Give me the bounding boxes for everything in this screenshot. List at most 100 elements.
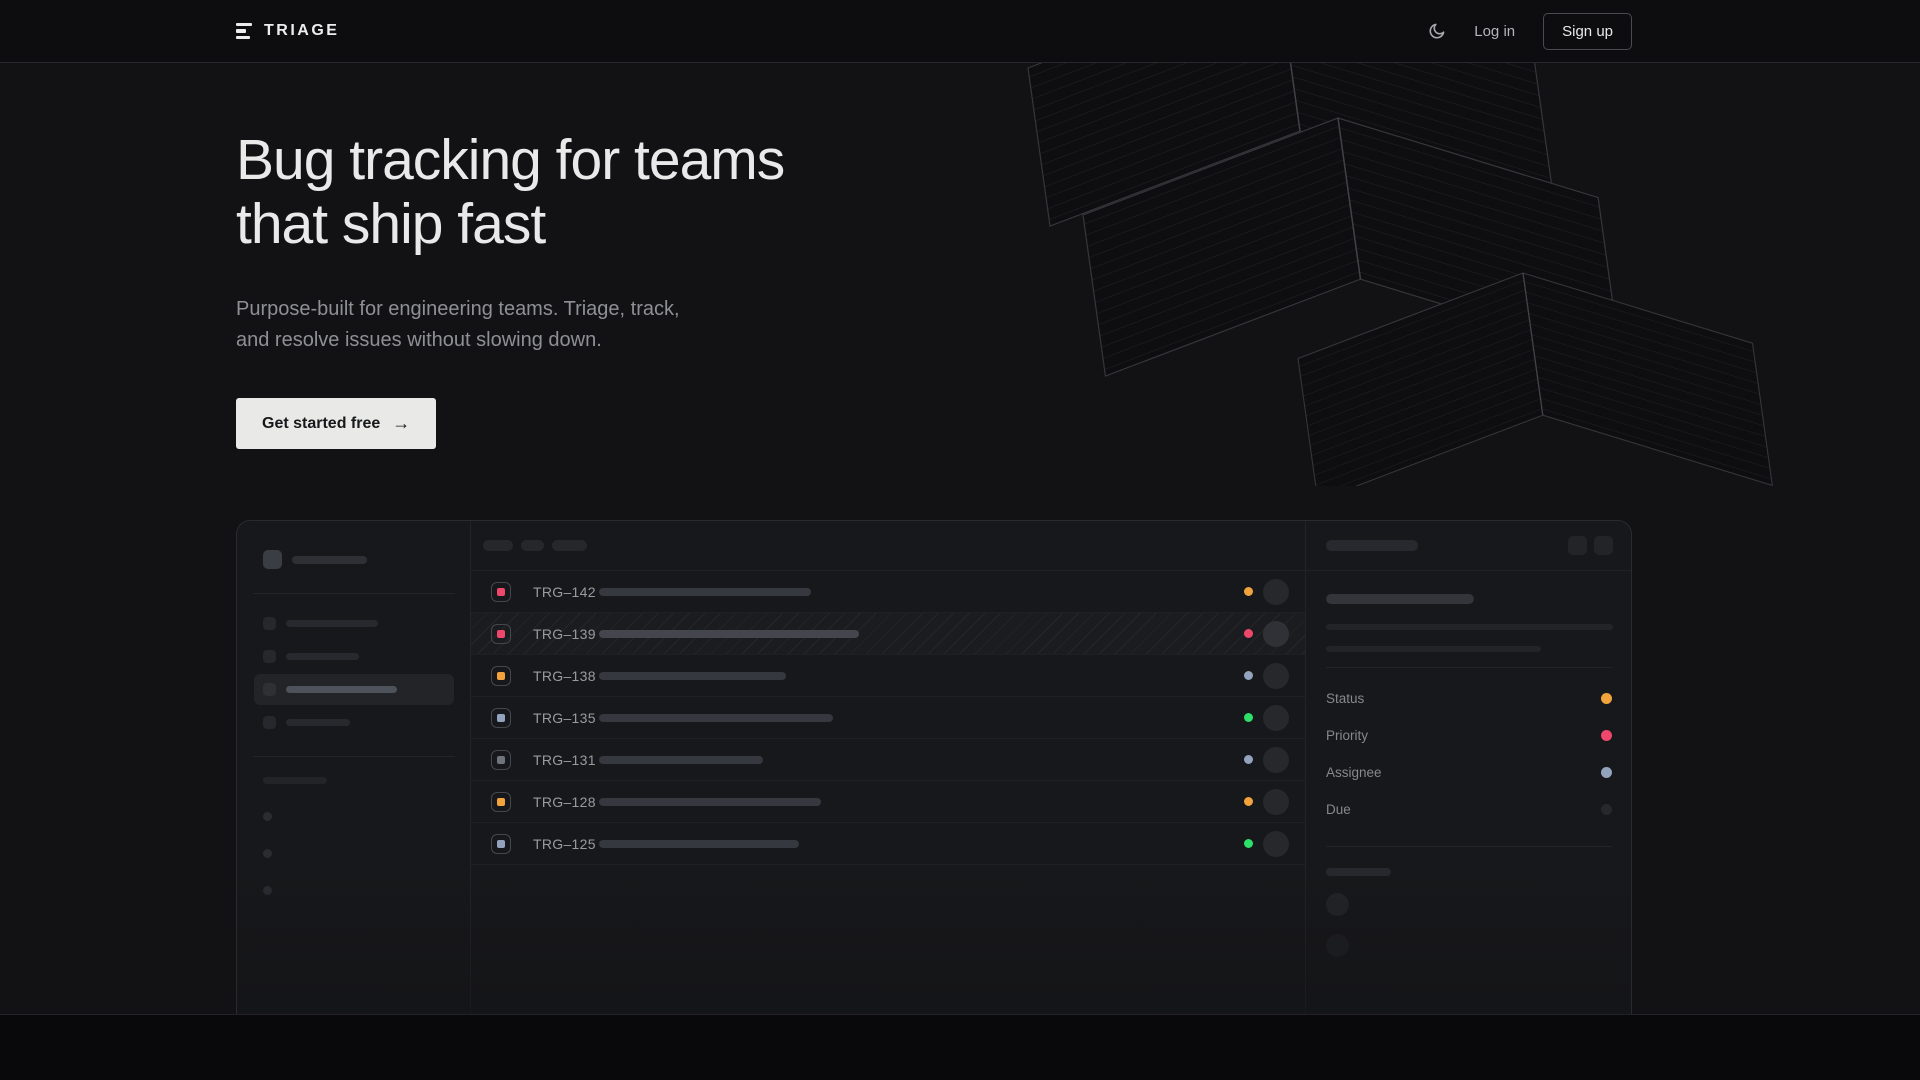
panel-action-button[interactable] [1568, 536, 1587, 555]
sidebar-project-dot[interactable] [263, 848, 272, 858]
field-value-dot [1601, 804, 1612, 815]
hero-subtitle: Purpose-built for engineering teams. Tri… [236, 298, 680, 351]
next-section [0, 1014, 1920, 1080]
sidebar-project-dot[interactable] [263, 885, 272, 895]
brand-name: TRIAGE [264, 22, 340, 39]
issue-type-icon [491, 833, 511, 854]
assignee-avatar[interactable] [1263, 662, 1289, 689]
issue-title-skeleton [1326, 594, 1474, 604]
issue-description-skeleton [1326, 624, 1613, 630]
nav-item-icon [263, 716, 276, 729]
issue-type-icon [491, 749, 511, 770]
nav-item-icon [263, 617, 276, 630]
status-dot [1244, 755, 1253, 764]
status-dot [1244, 629, 1253, 638]
issue-type-icon [491, 791, 511, 812]
issue-detail-panel: Status Priority Assignee Due [1305, 521, 1631, 1014]
issue-row[interactable]: TRG–138 [471, 655, 1305, 697]
wireframe-slabs-decoration [1027, 58, 1773, 486]
filter-tab-skeleton[interactable] [552, 540, 587, 551]
status-dot [1244, 797, 1253, 806]
issue-row[interactable]: TRG–142 [471, 571, 1305, 613]
issue-type-icon [491, 707, 511, 728]
issue-description-skeleton [1326, 646, 1541, 652]
issue-id: TRG–128 [533, 793, 596, 810]
issue-row[interactable]: TRG–125 [471, 823, 1305, 865]
issue-type-icon [491, 581, 511, 602]
filter-tab-skeleton[interactable] [521, 540, 544, 551]
assignee-avatar[interactable] [1263, 578, 1289, 605]
issue-id: TRG–139 [533, 625, 596, 642]
comment-avatar [1326, 934, 1349, 957]
nav-item-label-skeleton [286, 686, 397, 693]
get-started-button[interactable]: Get started free → [236, 398, 437, 449]
get-started-label: Get started free [262, 414, 381, 432]
issue-title-skeleton [599, 587, 811, 596]
panel-divider [1326, 667, 1612, 668]
filter-tab-skeleton[interactable] [483, 540, 513, 551]
issue-title-skeleton [599, 671, 786, 680]
sidebar-nav-item[interactable] [254, 707, 454, 738]
assignee-avatar[interactable] [1263, 830, 1289, 857]
field-value-dot [1601, 767, 1612, 778]
nav-item-icon [263, 683, 276, 696]
issue-title-skeleton [599, 713, 833, 722]
sidebar-nav-item-active[interactable] [254, 674, 454, 705]
app-mockup: TRG–142 TRG–139 TRG–138 TRG–135 [236, 520, 1632, 1014]
panel-divider [1326, 846, 1612, 847]
mockup-sidebar [237, 521, 471, 1014]
hero-section: Bug tracking for teams that ship fast Pu… [236, 128, 876, 356]
issue-title-skeleton [599, 839, 799, 848]
issue-id: TRG–142 [533, 583, 596, 600]
sidebar-nav-item[interactable] [254, 608, 454, 639]
comment-avatar [1326, 893, 1349, 916]
sidebar-section-label-skeleton [263, 777, 327, 784]
sidebar-project-dot[interactable] [263, 811, 272, 821]
workspace-name-skeleton [292, 555, 367, 564]
issue-field-row[interactable]: Status [1326, 680, 1612, 717]
issue-fields: Status Priority Assignee Due [1326, 680, 1612, 828]
field-value-dot [1601, 693, 1612, 704]
panel-breadcrumb-skeleton [1326, 540, 1418, 551]
issue-title-skeleton [599, 755, 763, 764]
brand-logo[interactable]: TRIAGE [236, 22, 339, 40]
issue-row[interactable]: TRG–139 [471, 613, 1305, 655]
issue-row[interactable]: TRG–135 [471, 697, 1305, 739]
activity-label-skeleton [1326, 868, 1391, 876]
nav-item-icon [263, 650, 276, 663]
triage-logo-icon [236, 22, 252, 40]
assignee-avatar[interactable] [1263, 746, 1289, 773]
assignee-avatar[interactable] [1263, 788, 1289, 815]
signup-button[interactable]: Sign up [1543, 12, 1632, 50]
issue-id: TRG–138 [533, 667, 596, 684]
field-label: Assignee [1326, 765, 1382, 780]
issue-title-skeleton [599, 797, 821, 806]
issue-id: TRG–131 [533, 751, 596, 768]
issue-field-row[interactable]: Due [1326, 791, 1612, 828]
issue-title-skeleton [599, 629, 859, 638]
panel-action-button[interactable] [1594, 536, 1613, 555]
sidebar-nav-item[interactable] [254, 641, 454, 672]
sidebar-divider [253, 756, 455, 757]
nav-bar: TRIAGE Log in Sign up [0, 0, 1920, 63]
detail-panel-header [1306, 521, 1631, 571]
issue-id: TRG–125 [533, 835, 596, 852]
arrow-right-icon: → [392, 413, 411, 433]
issue-field-row[interactable]: Assignee [1326, 754, 1612, 791]
issue-row[interactable]: TRG–131 [471, 739, 1305, 781]
login-link[interactable]: Log in [1474, 22, 1516, 40]
issue-list-panel: TRG–142 TRG–139 TRG–138 TRG–135 [471, 521, 1305, 1014]
nav-actions: Log in Sign up [1427, 12, 1632, 50]
workspace-switcher[interactable] [237, 550, 470, 569]
field-label: Status [1326, 691, 1365, 706]
assignee-avatar[interactable] [1263, 620, 1289, 647]
theme-toggle-moon-icon[interactable] [1427, 22, 1446, 41]
nav-item-label-skeleton [286, 719, 350, 726]
assignee-avatar[interactable] [1263, 704, 1289, 731]
panel-actions [1568, 536, 1613, 555]
issue-row[interactable]: TRG–128 [471, 781, 1305, 823]
sidebar-divider [253, 593, 455, 594]
issue-field-row[interactable]: Priority [1326, 717, 1612, 754]
issue-id: TRG–135 [533, 709, 596, 726]
